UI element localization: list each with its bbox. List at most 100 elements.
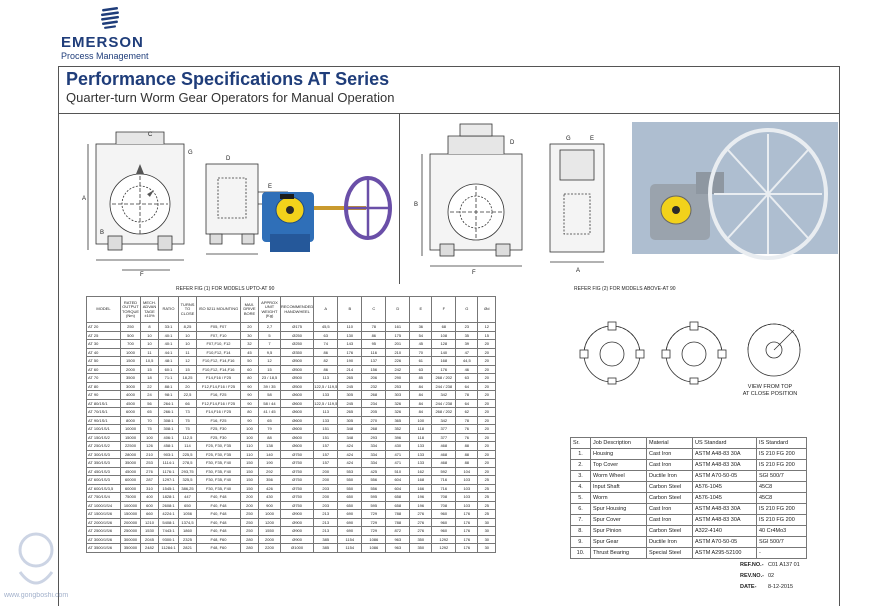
spec-header-cell: E xyxy=(409,296,433,323)
spec-cell: 25 xyxy=(477,500,497,510)
spec-cell: F40, F48 xyxy=(196,509,241,519)
spec-cell: 471 xyxy=(385,449,411,459)
spec-cell: 150000 xyxy=(120,509,141,519)
spec-cell: 176 xyxy=(455,526,479,536)
spec-cell: 64 xyxy=(455,398,479,408)
spec-cell: Ø500 xyxy=(279,373,315,383)
spec-cell: 161 xyxy=(385,322,411,332)
parts-cell: SGI 500/7 xyxy=(756,536,807,548)
spec-cell: 350 xyxy=(409,543,433,553)
spec-cell: 20 xyxy=(477,432,497,442)
spec-cell: 468 xyxy=(431,441,457,451)
spec-cell: 44:1 xyxy=(158,347,179,357)
spec-cell: F25, F30 xyxy=(196,432,241,442)
spec-cell: 12 xyxy=(258,356,281,366)
spec-cell: 23 / 18,5 xyxy=(258,373,281,383)
spec-cell: F14,F16 / F25 xyxy=(196,373,241,383)
spec-cell: 250 xyxy=(240,517,259,527)
spec-cell: 133 xyxy=(409,441,433,451)
spec-cell: 90 xyxy=(240,398,259,408)
parts-cell: ASTM A70-50-05 xyxy=(692,536,757,548)
dim2-label-d: D xyxy=(510,140,515,146)
spec-cell: 385 xyxy=(313,534,339,544)
spec-cell: 95 xyxy=(361,339,387,349)
spec-cell: 268 xyxy=(361,424,387,434)
spec-cell: 1210 xyxy=(140,517,159,527)
parts-cell: 1. xyxy=(570,448,591,460)
figure-1-drawing: C A B D F E G xyxy=(82,131,392,278)
spec-cell: 133 xyxy=(409,449,433,459)
spec-cell: 716 xyxy=(431,483,457,493)
spec-cell: 963 xyxy=(385,534,411,544)
spec-cell: F16, F25 xyxy=(196,390,241,400)
spec-cell: 140 xyxy=(431,347,457,357)
parts-cell: Thrust Bearing xyxy=(590,547,647,559)
spec-cell: 10,5 xyxy=(140,356,159,366)
spec-cell: 126 xyxy=(140,441,159,451)
date-label: DATE- xyxy=(740,584,757,590)
spec-cell: 30 xyxy=(477,543,497,553)
dim-label-e: E xyxy=(268,184,272,190)
spec-cell: Ø250 xyxy=(279,330,315,340)
spec-cell: 365 xyxy=(385,415,411,425)
parts-cell: ASTM A70-50-05 xyxy=(692,470,757,482)
spec-cell: 20 xyxy=(240,322,259,332)
spec-cell: 1086 xyxy=(361,534,387,544)
spec-cell: 334 xyxy=(361,458,387,468)
spec-cell: F10,F12, F14 xyxy=(196,347,241,357)
spec-cell: 250000 xyxy=(120,526,141,536)
spec-cell: 205 xyxy=(361,407,387,417)
spec-cell: 280 xyxy=(240,534,259,544)
spec-cell: 20 xyxy=(477,398,497,408)
spec-cell: 600 xyxy=(140,500,159,510)
spec-cell: Ø600 xyxy=(279,415,315,425)
spec-cell: 84 xyxy=(409,381,433,391)
spec-cell: 8,25 xyxy=(178,322,197,332)
model-cell: AT 60 xyxy=(86,364,121,374)
spec-cell: 88 xyxy=(455,458,479,468)
spec-cell: 1500 xyxy=(120,356,141,366)
spec-cell: 1545:1 xyxy=(158,483,179,493)
spec-cell: 58 / 44 xyxy=(258,398,281,408)
spec-header-cell: MECH. ADVAN TAGE ±10% xyxy=(140,296,159,323)
ref-no-value: C01 A137 01 xyxy=(768,562,800,568)
parts-cell: Ductile Iron xyxy=(646,470,693,482)
spec-cell: 716 xyxy=(431,475,457,485)
spec-cell: 300000 xyxy=(120,534,141,544)
spec-cell: 213 xyxy=(313,517,339,527)
spec-cell: 20 xyxy=(477,466,497,476)
spec-cell: 244 / 238 xyxy=(431,381,457,391)
parts-header-cell: Material xyxy=(646,437,693,449)
spec-cell: 447 xyxy=(178,492,197,502)
spec-cell: 265 xyxy=(337,407,363,417)
spec-cell: 10000 xyxy=(120,424,141,434)
spec-cell: 100 xyxy=(409,415,433,425)
spec-cell: 103 xyxy=(455,500,479,510)
spec-cell: 63 xyxy=(313,330,339,340)
spec-cell: 150 xyxy=(240,466,259,476)
parts-header-cell: US Standard xyxy=(692,437,757,449)
spec-cell: F40, F48 xyxy=(196,526,241,536)
spec-cell: 75000 xyxy=(120,492,141,502)
spec-cell: 90 xyxy=(240,390,259,400)
spec-cell: 45 xyxy=(240,347,259,357)
spec-cell: Ø600 xyxy=(279,390,315,400)
spec-cell: 11 xyxy=(140,347,159,357)
spec-cell: 86 xyxy=(313,364,339,374)
spec-header-cell: TURNS TO CLOSE xyxy=(178,296,197,323)
dim2-label-f: F xyxy=(472,270,476,276)
dim-label-b: B xyxy=(100,230,104,236)
spec-cell: F40, F48 xyxy=(196,500,241,510)
spec-cell: 76 xyxy=(455,432,479,442)
spec-cell: 1000 xyxy=(120,347,141,357)
spec-cell: 604 xyxy=(385,483,411,493)
